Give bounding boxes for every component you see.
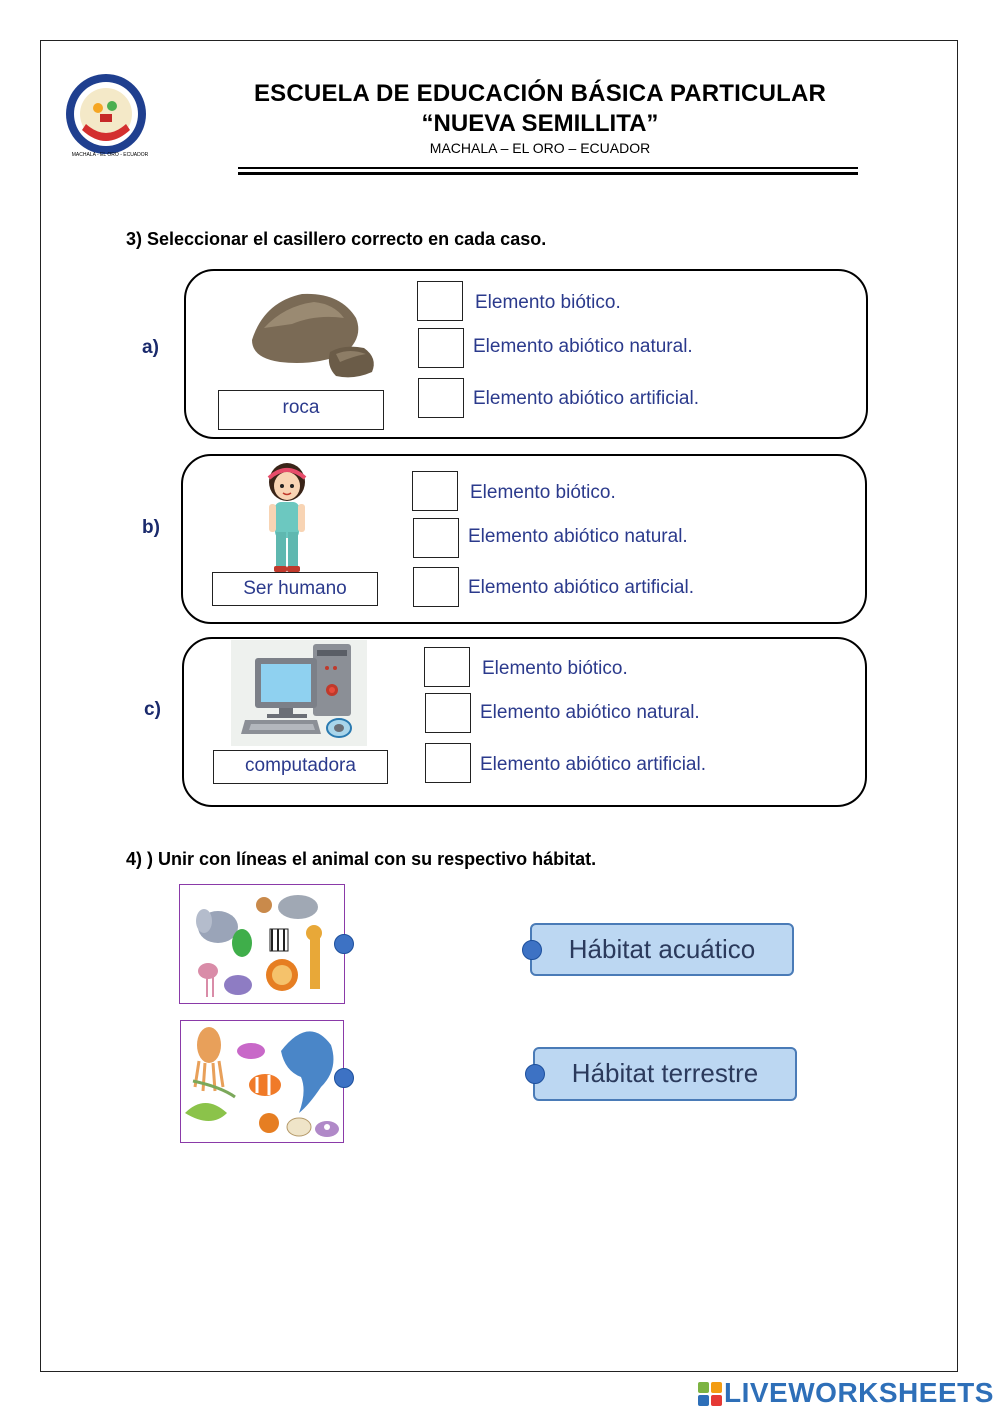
item-label-b: b) [142, 517, 160, 538]
option-c-abiotic-natural: Elemento abiótico natural. [480, 702, 700, 723]
checkbox-b-abiotic-natural[interactable] [413, 518, 459, 558]
item-panel-a [184, 269, 868, 439]
item-panel-c [182, 637, 867, 807]
option-b-abiotic-artificial: Elemento abiótico artificial. [468, 577, 694, 598]
item-name-b: Ser humano [212, 572, 378, 606]
header-rule-top [238, 167, 858, 169]
sea-animals-image [180, 1020, 344, 1143]
item-label-a: a) [142, 337, 159, 358]
land-animals-connector-dot[interactable] [334, 934, 354, 954]
item-label-c: c) [144, 699, 161, 720]
header-rule-bottom [238, 172, 858, 175]
option-c-abiotic-artificial: Elemento abiótico artificial. [480, 754, 706, 775]
question-4-title: 4) ) Unir con líneas el animal con su re… [126, 849, 597, 869]
logo-caption: MACHALA - EL ORO - ECUADOR [71, 152, 149, 158]
school-logo [60, 72, 152, 164]
option-a-biotic: Elemento biótico. [475, 292, 621, 313]
checkbox-c-abiotic-natural[interactable] [425, 693, 471, 733]
computer-image [231, 640, 367, 746]
item-panel-b [181, 454, 867, 624]
rock-image [244, 288, 380, 384]
land-animals-image [179, 884, 345, 1004]
girl-image [258, 462, 316, 574]
item-name-c: computadora [213, 750, 388, 784]
option-b-abiotic-natural: Elemento abiótico natural. [468, 526, 688, 547]
option-a-abiotic-artificial: Elemento abiótico artificial. [473, 388, 699, 409]
question-3-title: 3) Seleccionar el casillero correcto en … [126, 229, 547, 249]
habitat-land-connector-dot[interactable] [525, 1064, 545, 1084]
habitat-aquatic-box[interactable]: Hábitat acuático [530, 923, 794, 976]
liveworksheets-brand: LIVEWORKSHEETS [724, 1377, 994, 1408]
liveworksheets-logo-icon [698, 1382, 722, 1406]
option-c-biotic: Elemento biótico. [482, 658, 628, 679]
school-location: MACHALA – EL ORO – ECUADOR [429, 140, 651, 156]
habitat-aquatic-connector-dot[interactable] [522, 940, 542, 960]
page-frame [40, 40, 958, 1372]
checkbox-b-biotic[interactable] [412, 471, 458, 511]
checkbox-a-biotic[interactable] [417, 281, 463, 321]
checkbox-a-abiotic-artificial[interactable] [418, 378, 464, 418]
option-b-biotic: Elemento biótico. [470, 482, 616, 503]
school-title: ESCUELA DE EDUCACIÓN BÁSICA PARTICULAR [253, 80, 827, 107]
checkbox-b-abiotic-artificial[interactable] [413, 567, 459, 607]
school-name: “NUEVA SEMILLITA” [421, 110, 659, 137]
habitat-land-box[interactable]: Hábitat terrestre [533, 1047, 797, 1101]
sea-animals-connector-dot[interactable] [334, 1068, 354, 1088]
option-a-abiotic-natural: Elemento abiótico natural. [473, 336, 693, 357]
item-name-a: roca [218, 390, 384, 430]
checkbox-c-abiotic-artificial[interactable] [425, 743, 471, 783]
checkbox-a-abiotic-natural[interactable] [418, 328, 464, 368]
checkbox-c-biotic[interactable] [424, 647, 470, 687]
